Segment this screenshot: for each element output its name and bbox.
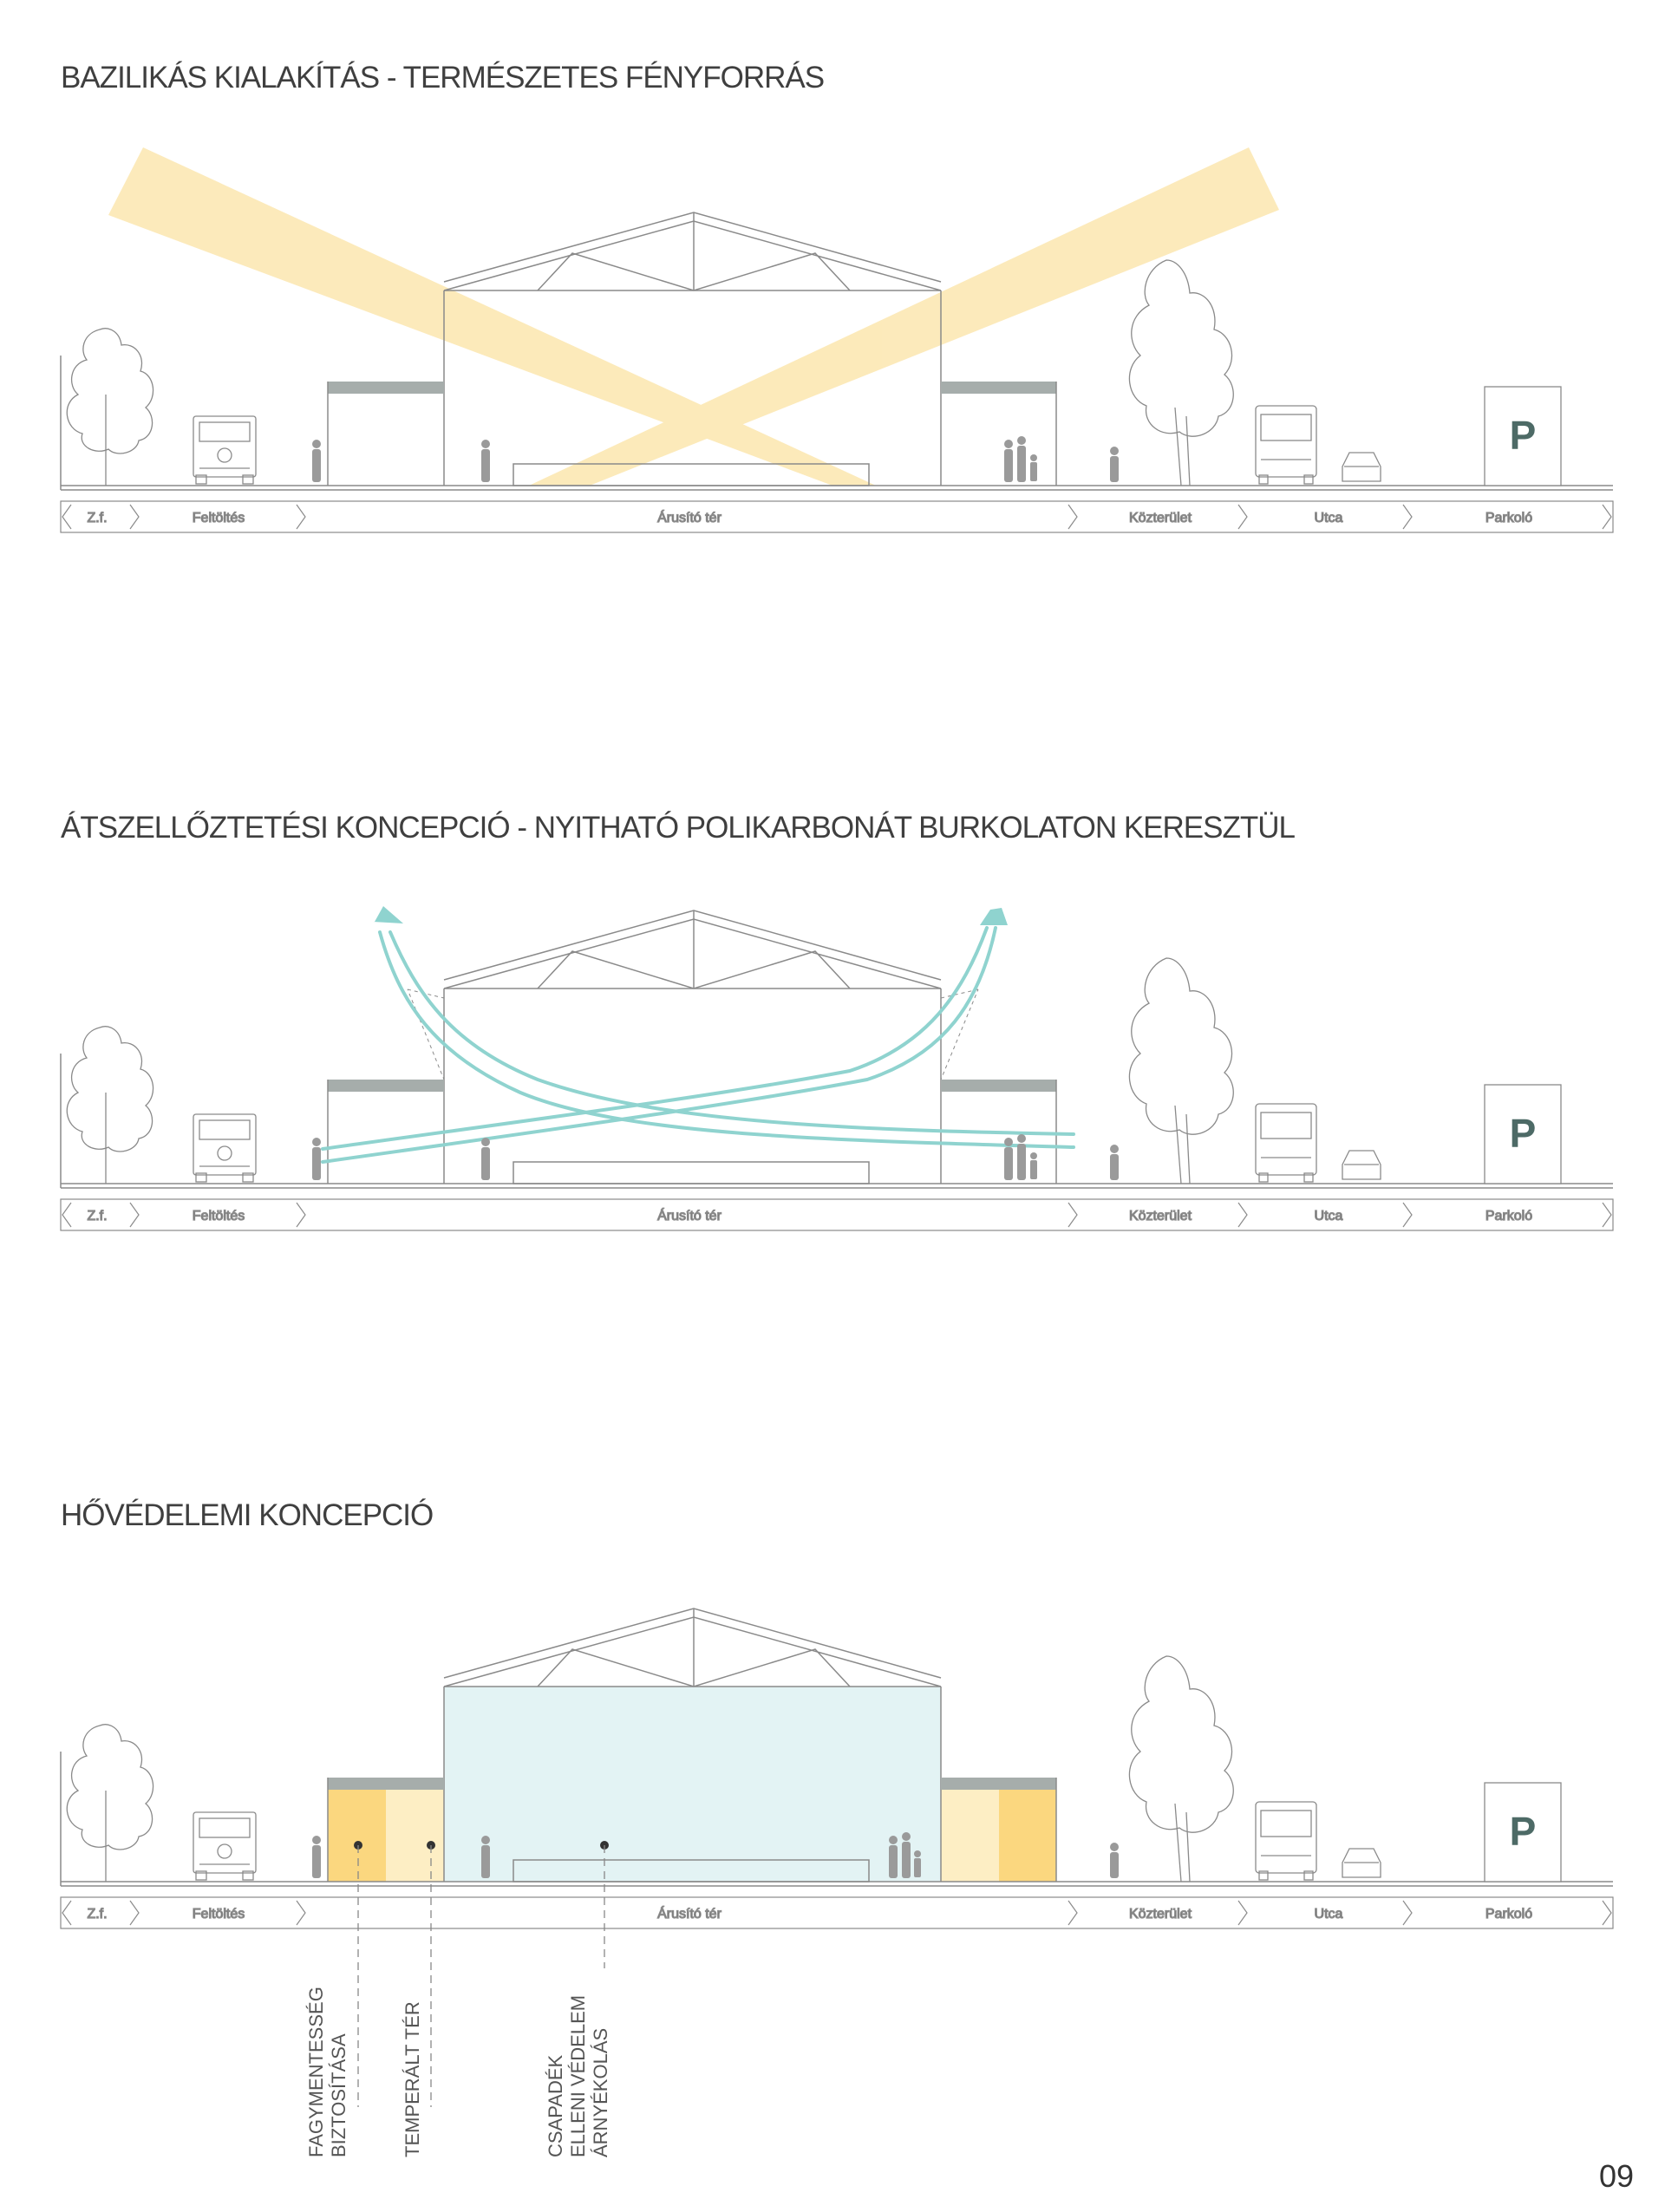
zone-label-arusito: Árusító tér [657,1905,722,1922]
annotation-csapadek: CSAPADÉK ELLENI VÉDELEM ÁRNYÉKOLÁS [545,1994,611,2157]
roof-band-left [328,1778,444,1790]
zone-label-zf: Z.f. [87,1907,107,1922]
section-drawing: Z.f. Feltöltés Árusító tér Közterület Ut… [60,906,1614,1231]
counter [513,1161,870,1184]
parking-sign: P [1484,1084,1562,1184]
zone-bar: Z.f. Feltöltés Árusító tér Közterület Ut… [60,500,1614,533]
warm-light-zone-left [386,1790,444,1882]
zone-label-parkolo: Parkoló [1485,1907,1532,1922]
tree-left [66,1026,154,1184]
open-vent-left [407,989,445,1080]
parking-letter: P [1510,1111,1537,1156]
thermal-zones [328,1687,1056,1882]
ground [60,1054,1613,1189]
bus [1255,1103,1317,1183]
bus [1255,405,1317,485]
tree-left [66,1724,154,1882]
zone-label-arusito: Árusító tér [657,509,722,525]
roof-band-right [941,1778,1056,1790]
zone-bar: Z.f. Feltöltés Árusító tér Közterület Ut… [60,1896,1614,1929]
building [327,910,1057,1184]
zone-label-kozterulet: Közterület [1129,511,1192,525]
ground [60,1752,1613,1887]
roof-band-right [941,382,1056,394]
panel-natural-light: BAZILIKÁS KIALAKÍTÁS - TERMÉSZETES FÉNYF… [0,0,1665,711]
sun-beam-left [108,147,876,486]
cool-zone [444,1687,941,1882]
zone-label-feltoltes: Feltöltés [193,511,245,525]
zone-bar: Z.f. Feltöltés Árusító tér Közterület Ut… [60,1198,1614,1231]
truck [193,415,257,485]
air-flow [321,906,1075,1164]
air-flow-left-path [388,930,1075,1136]
zone-label-parkolo: Parkoló [1485,511,1532,525]
section-drawing: Z.f. Feltöltés Árusító tér Közterület Ut… [60,147,1614,533]
zone-label-zf: Z.f. [87,1209,107,1223]
ground [60,356,1613,491]
zone-label-zf: Z.f. [87,511,107,525]
warm-light-zone-right [941,1790,999,1882]
zone-label-utca: Utca [1315,511,1343,525]
bus [1255,1801,1317,1881]
warm-zone-left [328,1790,386,1882]
truck [193,1811,257,1881]
truck [193,1113,257,1183]
panel-title: HŐVÉDELEMI KONCEPCIÓ [61,1498,434,1532]
zone-label-kozterulet: Közterület [1129,1209,1192,1223]
tree-right [1128,1655,1234,1882]
roof-outline [443,910,942,981]
annotation-fagymentesseg: FAGYMENTESSÉG BIZTOSÍTÁSA [305,1987,349,2157]
parking-sign: P [1484,386,1562,486]
car [1342,1848,1381,1878]
zone-label-utca: Utca [1315,1907,1343,1922]
arrow-left-icon [373,906,403,923]
annotation-leaders [354,1841,609,2107]
tree-right [1128,259,1234,486]
roof-band-left [328,1080,444,1092]
roof-band-right [941,1080,1056,1092]
car [1342,452,1381,482]
annotation-temperalt: TEMPERÁLT TÉR [402,2001,423,2157]
people [312,1832,1119,1878]
page-number: 09 [1598,2158,1634,2194]
zone-label-feltoltes: Feltöltés [193,1209,245,1223]
tree-left [66,328,154,486]
sun-beam-right [529,147,1279,486]
parking-letter: P [1510,1809,1537,1854]
people [312,436,1119,482]
panel-title: BAZILIKÁS KIALAKÍTÁS - TERMÉSZETES FÉNYF… [61,61,825,95]
people [312,1134,1119,1180]
sun-beams [108,147,1279,486]
roof-outline [443,1608,942,1679]
zone-label-feltoltes: Feltöltés [193,1907,245,1922]
panel-ventilation: ÁTSZELLŐZTETÉSI KONCEPCIÓ - NYITHATÓ POL… [0,698,1665,1409]
section-drawing: Z.f. Feltöltés Árusító tér Közterület Ut… [60,1608,1614,2107]
zone-label-kozterulet: Közterület [1129,1907,1192,1922]
zone-label-utca: Utca [1315,1209,1343,1223]
panel-thermal: HŐVÉDELEMI KONCEPCIÓ [0,1396,1665,2107]
zone-label-arusito: Árusító tér [657,1207,722,1223]
roof-band-left [328,382,444,394]
car [1342,1150,1381,1180]
panel-title: ÁTSZELLŐZTETÉSI KONCEPCIÓ - NYITHATÓ POL… [61,811,1296,845]
air-flow-right-path [321,926,997,1164]
parking-letter: P [1510,413,1537,458]
tree-right [1128,957,1234,1184]
warm-zone-right [999,1790,1056,1882]
arrow-right-icon [980,908,1008,925]
roof-outline [443,212,942,283]
parking-sign: P [1484,1782,1562,1882]
zone-label-parkolo: Parkoló [1485,1209,1532,1223]
